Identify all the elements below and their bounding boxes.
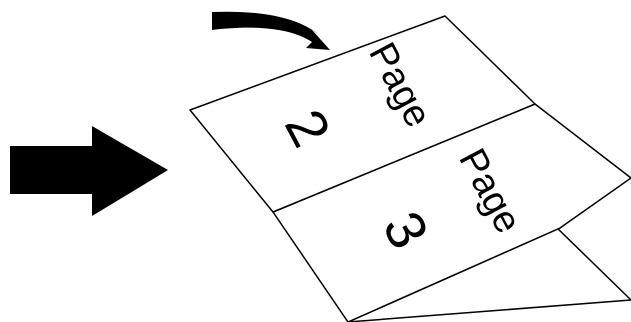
curved-arrow-icon [212,11,330,51]
large-right-arrow-icon [10,126,168,216]
panel-page-2 [189,15,536,213]
